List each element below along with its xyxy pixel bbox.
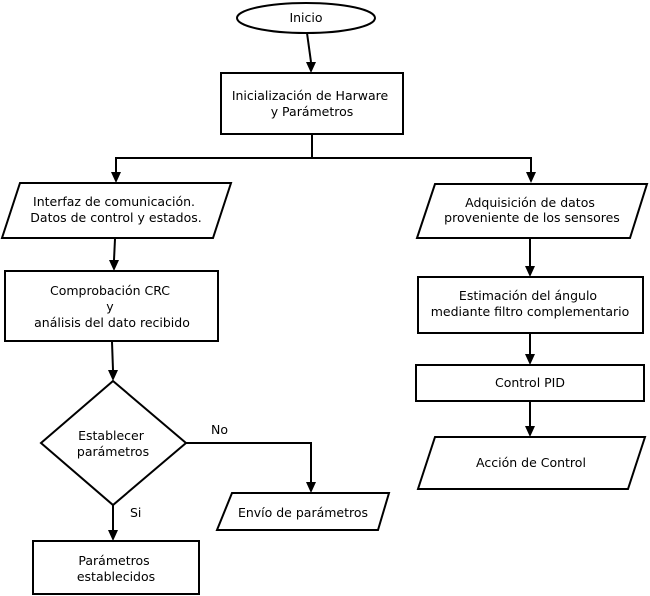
acq-parallelogram (415, 183, 649, 239)
acq-label-line: Adquisición de datos (465, 195, 595, 210)
arrowhead (108, 370, 118, 381)
send-label-line: Envío de parámetros (238, 505, 368, 520)
send-label: Envío de parámetros (238, 505, 368, 520)
crc-box (4, 270, 219, 342)
decision-label-line: parámetros (77, 444, 149, 459)
action-label: Acción de Control (476, 455, 586, 470)
crc-label: Comprobación CRC y análisis del dato rec… (34, 283, 190, 330)
decision-diamond (39, 379, 188, 507)
arrowhead (525, 354, 535, 365)
pid-label: Control PID (495, 375, 565, 390)
est-label-line: mediante filtro complementario (431, 304, 630, 319)
send-parallelogram (215, 492, 391, 531)
arrowheads (108, 62, 536, 541)
arrowhead (108, 530, 118, 541)
edge-decision-send (186, 442, 312, 482)
arrowhead (306, 482, 316, 493)
comm-label-line: Datos de control y estados. (30, 210, 201, 225)
edge-comm-crc (113, 238, 116, 261)
arrowhead (525, 266, 535, 277)
arrowhead (111, 172, 121, 183)
est-label: Estimación del ángulo mediante filtro co… (431, 288, 630, 319)
crc-label-line: Comprobación CRC (50, 283, 170, 298)
edge-label-si: Si (130, 505, 141, 520)
edge-init-split (115, 134, 313, 172)
arrowhead (525, 426, 535, 437)
decision-label: Establecer parámetros (77, 428, 149, 459)
init-label-line: Inicialización de Harware (232, 88, 389, 103)
acq-label-line: proveniente de los sensores (444, 210, 620, 225)
start-label: Inicio (289, 10, 322, 25)
comm-label: Interfaz de comunicación. Datos de contr… (30, 194, 201, 225)
edge-init-acq (312, 157, 532, 172)
action-label-line: Acción de Control (476, 455, 586, 470)
labels: Inicio Inicialización de Harware y Parám… (30, 10, 629, 584)
done-label: Parámetros establecidos (77, 553, 155, 584)
done-label-line: establecidos (77, 569, 155, 584)
decision-label-line: Establecer (78, 428, 145, 443)
arrowhead (109, 260, 119, 271)
arrowhead (526, 172, 536, 183)
pid-box (415, 364, 645, 402)
done-label-line: Parámetros (78, 553, 149, 568)
start-label-line: Inicio (289, 10, 322, 25)
est-box (417, 276, 644, 334)
init-box (220, 72, 404, 135)
init-label: Inicialización de Harware y Parámetros (232, 88, 392, 119)
edge-crc-decision (111, 341, 114, 371)
action-parallelogram (416, 436, 647, 490)
edge-start-init (306, 32, 312, 63)
pid-label-line: Control PID (495, 375, 565, 390)
crc-label-line: análisis del dato recibido (34, 315, 190, 330)
acq-label: Adquisición de datos proveniente de los … (444, 195, 620, 225)
init-label-line: y Parámetros (271, 104, 354, 119)
done-box (32, 540, 200, 595)
start-ellipse (236, 2, 376, 34)
connectors (111, 32, 532, 530)
crc-label-line: y (106, 299, 114, 314)
comm-label-line: Interfaz de comunicación. (33, 194, 195, 209)
est-label-line: Estimación del ángulo (459, 288, 597, 303)
comm-parallelogram (0, 182, 233, 239)
edge-label-no: No (211, 422, 228, 437)
arrowhead (306, 62, 316, 73)
